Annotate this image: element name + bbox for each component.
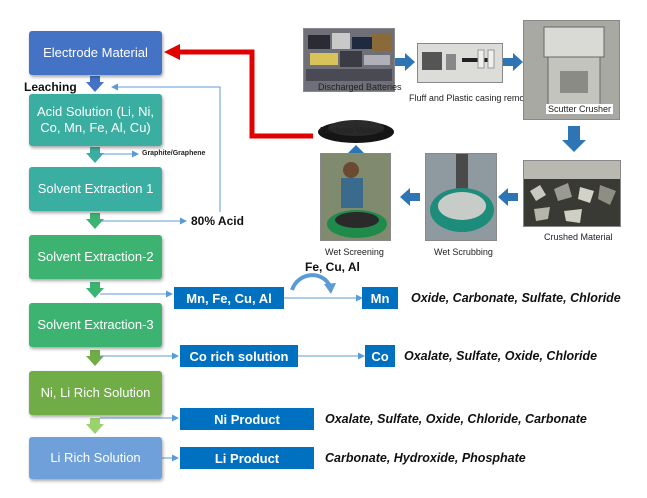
crushed-material-photo: [523, 160, 621, 227]
wet-screening-caption: Wet Screening: [325, 247, 384, 257]
ni-li-rich-label: Ni, Li Rich Solution: [40, 384, 151, 400]
solvent-extraction-1-box: Solvent Extraction 1: [29, 167, 162, 211]
electrode-material-box: Electrode Material: [29, 31, 162, 75]
ni-products-text: Oxalate, Sulfate, Oxide, Chloride, Carbo…: [325, 412, 587, 426]
photo-arrow-1: [395, 53, 415, 71]
down-arrow-2: [86, 147, 104, 163]
li-rich-box: Li Rich Solution: [29, 437, 162, 479]
acid-solution-label: Acid Solution (Li, Ni, Co, Mn, Fe, Al, C…: [36, 103, 155, 135]
electrode-material-label: Electrode Material: [43, 44, 148, 60]
wet-scrubbing-photo: [425, 153, 497, 241]
ni-product-text: Ni Product: [214, 411, 280, 427]
electrode-material-photo: [313, 108, 399, 144]
fe-cu-al-label: Fe, Cu, Al: [305, 260, 360, 274]
solvent-extraction-3-label: Solvent Extraction-3: [37, 316, 154, 332]
co-rich-text: Co rich solution: [189, 348, 289, 364]
discharged-batteries-photo: [303, 28, 395, 92]
solvent-extraction-3-box: Solvent Extraction-3: [29, 303, 162, 347]
red-return-arrow: [178, 49, 318, 139]
down-arrow-3: [86, 213, 104, 229]
mn-tag: Mn: [362, 287, 398, 309]
scutter-crusher-photo: [523, 20, 620, 120]
photo-arrow-5: [400, 188, 420, 206]
co-tag: Co: [365, 345, 395, 367]
black-powder-icon: [318, 120, 394, 143]
graphite-label: Graphite/Graphene: [142, 150, 206, 157]
down-arrow-1: [86, 76, 104, 92]
co-rich-tag: Co rich solution: [180, 345, 298, 367]
fluff-removal-caption: Fluff and Plastic casing removal: [409, 93, 536, 103]
mn-text: Mn: [370, 290, 390, 306]
li-product-text: Li Product: [214, 450, 280, 466]
electrode-material-caption: Electrode Material: [320, 126, 385, 135]
fluff-removal-photo: [417, 43, 503, 83]
down-arrow-6: [86, 418, 104, 434]
down-arrow-5: [86, 350, 104, 366]
solvent-extraction-2-label: Solvent Extraction-2: [37, 248, 154, 264]
li-products-text: Carbonate, Hydroxide, Phosphate: [325, 451, 526, 465]
acid-solution-box: Acid Solution (Li, Ni, Co, Mn, Fe, Al, C…: [29, 94, 162, 146]
screening-worker-icon: [327, 162, 387, 238]
casing-parts-icon: [422, 49, 495, 70]
ni-li-rich-box: Ni, Li Rich Solution: [29, 371, 162, 415]
mn-products-text: Oxide, Carbonate, Sulfate, Chloride: [411, 291, 621, 305]
li-product-tag: Li Product: [180, 447, 314, 469]
photo-arrow-4: [498, 188, 518, 206]
battery-pile-icon: [306, 33, 392, 81]
solvent-extraction-2-box: Solvent Extraction-2: [29, 235, 162, 279]
solvent-extraction-1-label: Solvent Extraction 1: [37, 180, 154, 196]
crusher-machine-icon: [543, 26, 605, 108]
co-text: Co: [371, 348, 389, 364]
scrubbing-bucket-icon: [430, 154, 494, 232]
mn-fe-cu-al-tag: Mn, Fe, Cu, Al: [174, 287, 284, 309]
leaching-label: Leaching: [24, 80, 77, 94]
crushed-material-caption: Crushed Material: [544, 232, 613, 242]
li-rich-label: Li Rich Solution: [50, 449, 141, 465]
fe-cu-al-curve-arrow: [290, 273, 332, 291]
down-arrow-4: [86, 282, 104, 298]
discharged-batteries-caption: Discharged Batteries: [318, 82, 402, 92]
photo-arrow-2: [503, 53, 523, 71]
photo-arrow-3: [562, 126, 586, 152]
scutter-crusher-caption: Scutter Crusher: [546, 104, 614, 114]
co-products-text: Oxalate, Sulfate, Oxide, Chloride: [404, 349, 598, 363]
acid-recycle-label: 80% Acid: [191, 214, 244, 228]
acid-recycle-line: [111, 83, 221, 212]
wet-scrubbing-caption: Wet Scrubbing: [434, 247, 493, 257]
ni-product-tag: Ni Product: [180, 408, 314, 430]
mn-fe-cu-al-text: Mn, Fe, Cu, Al: [186, 290, 272, 306]
wet-screening-photo: [320, 153, 391, 241]
crushed-scrap-icon: [524, 179, 620, 226]
